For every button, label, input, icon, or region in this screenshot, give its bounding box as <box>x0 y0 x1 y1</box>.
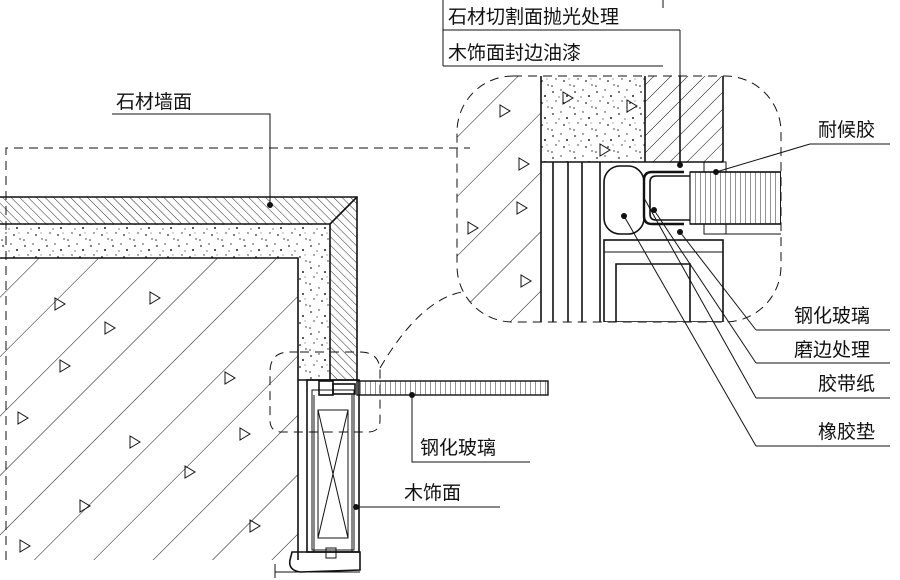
enlarged-detail <box>456 75 782 323</box>
label-stone-cut-polish: 石材切割面抛光处理 <box>448 6 619 28</box>
label-wood-veneer: 木饰面 <box>404 482 461 504</box>
label-weather-sealant: 耐候胶 <box>818 119 875 141</box>
label-stone-wall: 石材墙面 <box>116 91 192 113</box>
wood-veneer-assembly <box>274 379 361 578</box>
label-rubber-gasket: 橡胶垫 <box>818 421 875 443</box>
label-wood-edge-paint: 木饰面封边油漆 <box>448 42 581 64</box>
stone-facing <box>0 197 357 380</box>
wall-body <box>0 258 298 560</box>
label-edge-grinding: 磨边处理 <box>794 339 870 361</box>
glass-pane-main <box>356 380 549 396</box>
wall-aggregate-marks <box>17 291 261 553</box>
label-tempered-glass-main: 钢化玻璃 <box>420 437 496 459</box>
mortar-layer <box>0 224 330 380</box>
annotations: 石材墙面 石材切割面抛光处理 木饰面封边油漆 耐候胶 钢化玻璃 磨边处理 胶带纸… <box>116 6 875 504</box>
leader-lines <box>112 0 890 510</box>
label-tempered-glass-detail: 钢化玻璃 <box>794 305 870 327</box>
main-section <box>0 147 549 578</box>
label-tape-paper: 胶带纸 <box>818 373 875 395</box>
